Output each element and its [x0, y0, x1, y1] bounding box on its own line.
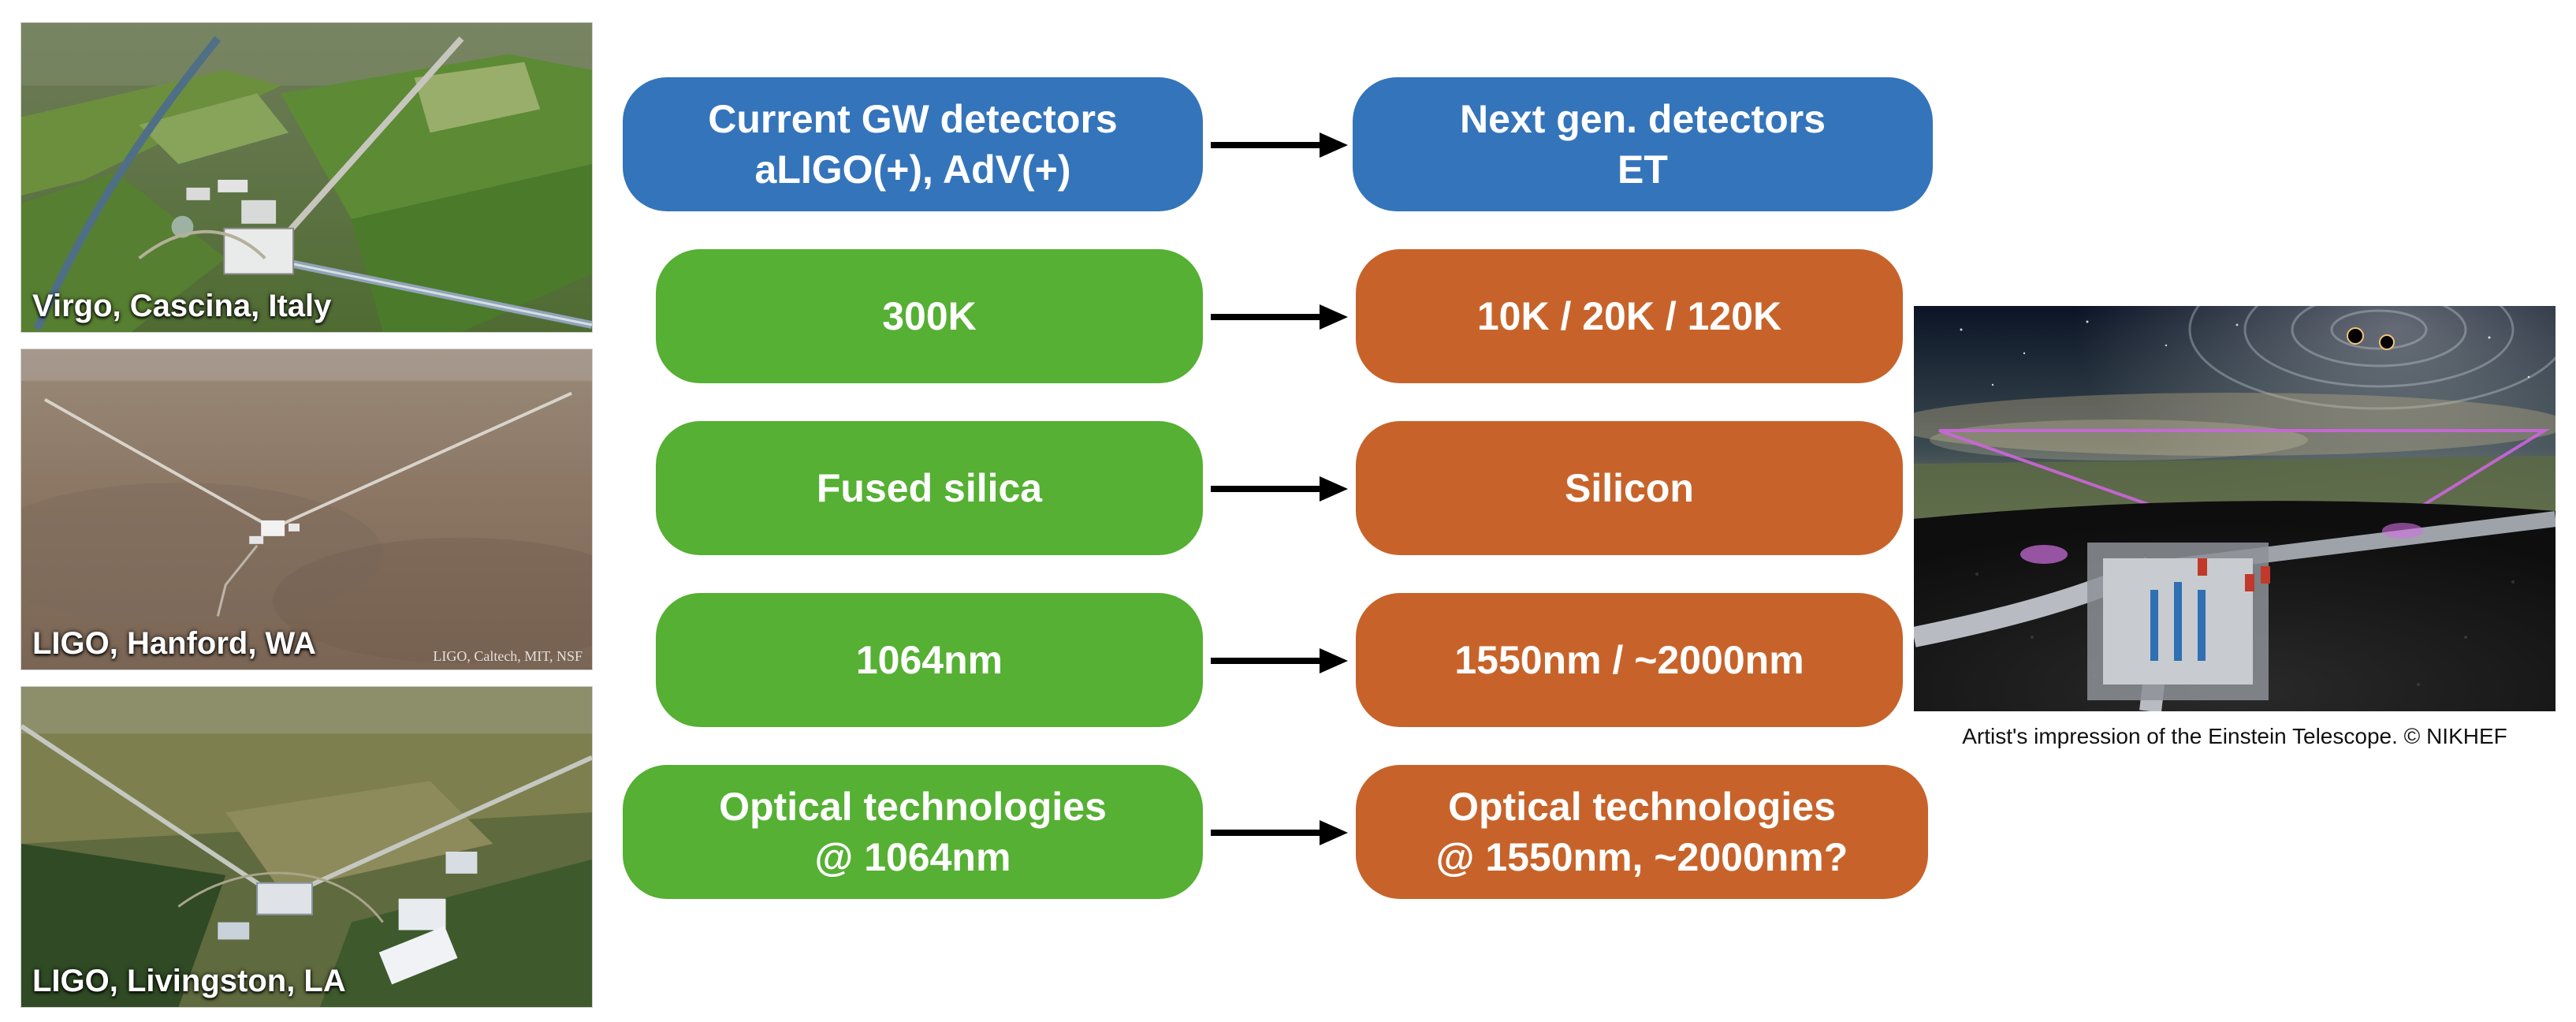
wavelength-current-box: 1064nm: [656, 593, 1203, 727]
arrow-right-icon: [1211, 820, 1348, 845]
optical-tech-next-box: Optical technologies @ 1550nm, ~2000nm?: [1356, 765, 1928, 899]
next-gen-detectors-box: Next gen. detectors ET: [1353, 77, 1933, 211]
optical-tech-current-box: Optical technologies @ 1064nm: [623, 765, 1203, 899]
photo-credit-hanford: LIGO, Caltech, MIT, NSF: [433, 648, 583, 664]
material-next-box: Silicon: [1356, 421, 1903, 555]
photo-caption-virgo: Virgo, Cascina, Italy: [32, 289, 332, 323]
einstein-telescope-illustration: [1914, 306, 2556, 711]
temperature-next-label: 10K / 20K / 120K: [1476, 294, 1782, 338]
aerial-image-virgo: [21, 23, 592, 332]
temperature-next-box: 10K / 20K / 120K: [1356, 249, 1903, 383]
optical-tech-current-subtitle: @ 1064nm: [814, 835, 1011, 879]
optical-tech-current-title: Optical technologies: [719, 785, 1107, 829]
arrow-right-icon: [1211, 648, 1348, 673]
figure-caption: Artist's impression of the Einstein Tele…: [1962, 724, 2507, 748]
wavelength-next-label: 1550nm / ~2000nm: [1454, 638, 1804, 682]
current-detectors-subtitle: aLIGO(+), AdV(+): [754, 147, 1071, 192]
wavelength-next-box: 1550nm / ~2000nm: [1356, 593, 1903, 727]
material-next-label: Silicon: [1565, 466, 1694, 510]
photo-caption-hanford: LIGO, Hanford, WA: [32, 626, 316, 661]
aerial-image-hanford: [21, 349, 592, 670]
photo-caption-livingston: LIGO, Livingston, LA: [32, 964, 346, 998]
material-current-box: Fused silica: [656, 421, 1203, 555]
next-gen-detectors-title: Next gen. detectors: [1459, 97, 1826, 141]
photo-virgo: Virgo, Cascina, Italy: [20, 22, 593, 333]
photo-hanford: LIGO, Hanford, WA LIGO, Caltech, MIT, NS…: [20, 349, 593, 670]
wavelength-current-label: 1064nm: [855, 638, 1003, 682]
arrow-right-icon: [1211, 304, 1348, 330]
photo-livingston: LIGO, Livingston, LA: [20, 686, 593, 1008]
einstein-telescope-image: [1914, 306, 2556, 711]
aerial-image-livingston: [21, 687, 592, 1007]
optical-tech-next-subtitle: @ 1550nm, ~2000nm?: [1435, 835, 1848, 879]
current-detectors-box: Current GW detectors aLIGO(+), AdV(+): [623, 77, 1203, 211]
arrow-right-icon: [1211, 476, 1348, 502]
temperature-current-label: 300K: [882, 294, 977, 338]
current-detectors-title: Current GW detectors: [708, 97, 1118, 141]
next-gen-detectors-subtitle: ET: [1617, 147, 1668, 192]
temperature-current-box: 300K: [656, 249, 1203, 383]
arrow-right-icon: [1211, 132, 1348, 158]
optical-tech-next-title: Optical technologies: [1448, 785, 1836, 829]
material-current-label: Fused silica: [816, 466, 1043, 510]
